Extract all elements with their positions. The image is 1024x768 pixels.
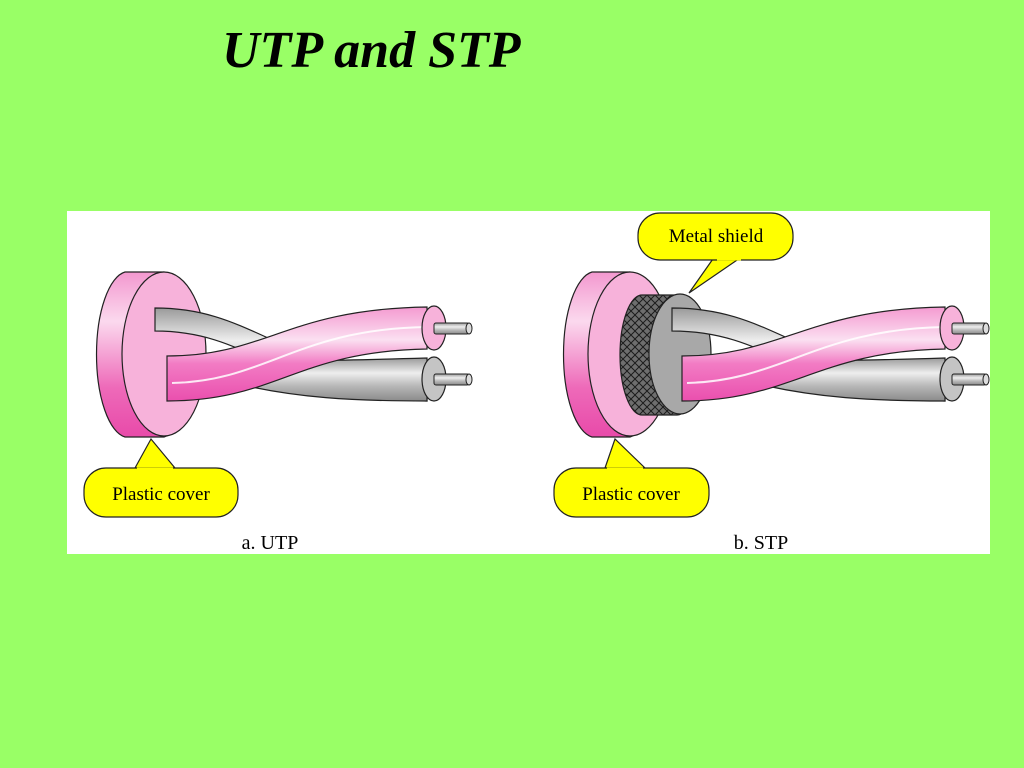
stp-metal-shield-callout: Metal shield [637, 212, 794, 294]
stp-conductor-top [951, 322, 987, 335]
utp-plastic-cover-callout: Plastic cover [83, 437, 239, 518]
utp-caption: a. UTP [242, 532, 299, 554]
utp-plastic-cover-label: Plastic cover [112, 484, 210, 505]
stp-cable [562, 271, 990, 438]
stp-metal-shield-label: Metal shield [669, 226, 764, 247]
cable-diagram: Plastic cover a. UTP [83, 212, 990, 554]
stp-conductor-bottom [951, 373, 987, 386]
slide-title: UTP and STP [222, 22, 521, 79]
utp-jacket-face [121, 271, 207, 437]
stp-caption: b. STP [734, 532, 788, 554]
stp-plastic-cover-label: Plastic cover [582, 484, 680, 505]
utp-wire-pink [166, 306, 428, 402]
stp-wire-pink [681, 306, 946, 402]
cable-figure: Plastic cover a. UTP [67, 211, 990, 554]
utp-conductor-bottom [433, 373, 470, 386]
utp-cable [95, 271, 473, 438]
stp-plastic-cover-callout: Plastic cover [553, 437, 710, 518]
utp-conductor-top [433, 322, 470, 335]
